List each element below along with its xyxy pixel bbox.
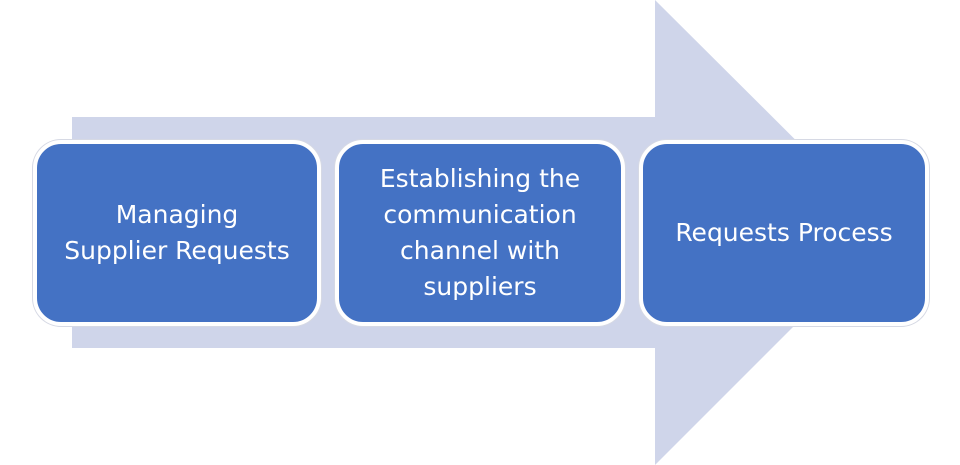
step-box-establishing-communication-channel: Establishing the communication channel w…: [335, 140, 625, 326]
step-label: Requests Process: [675, 218, 893, 247]
step-label: Establishing the communication channel w…: [379, 164, 581, 301]
step-box-requests-process: Requests Process: [639, 140, 929, 326]
step-label: Managing Supplier Requests: [64, 200, 290, 265]
step-box-managing-supplier-requests: Managing Supplier Requests: [33, 140, 321, 326]
